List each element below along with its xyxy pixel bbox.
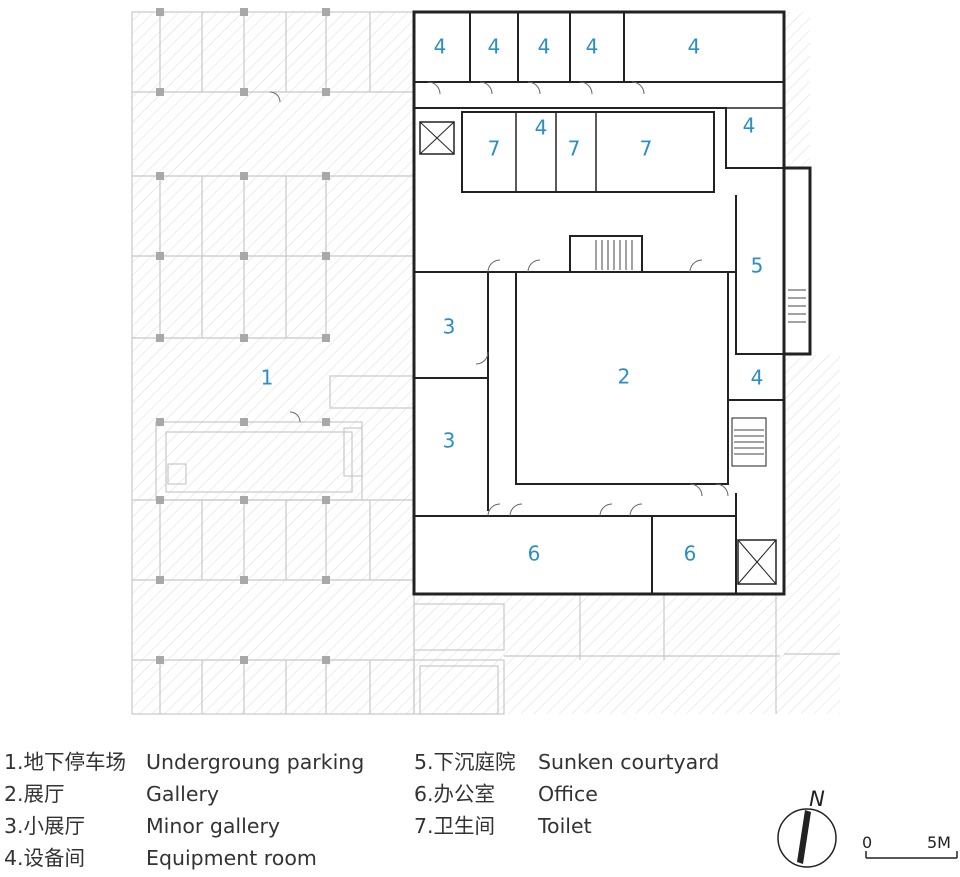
- room-label-minor-gallery-north: 3: [443, 315, 456, 339]
- scale-bar: 0 5M: [862, 833, 958, 859]
- legend-item: 1.地下停车场 Undergroung parking: [4, 746, 364, 778]
- legend-item: 5.下沉庭院 Sunken courtyard: [414, 746, 719, 778]
- room-label-sunken-courtyard: 5: [751, 254, 764, 278]
- room-label-office-east: 6: [684, 542, 697, 566]
- legend-item: 4.设备间 Equipment room: [4, 842, 364, 874]
- room-label-equipment-3: 4: [538, 35, 551, 59]
- legend-item: 7.卫生间 Toilet: [414, 810, 719, 842]
- room-label-toilet-2: 7: [568, 137, 581, 161]
- legend-zh: 5.下沉庭院: [414, 750, 516, 774]
- room-label-equipment-5: 4: [688, 35, 701, 59]
- legend-zh: 7.卫生间: [414, 814, 496, 838]
- legend-en: Sunken courtyard: [538, 750, 720, 774]
- legend-en: Minor gallery: [146, 814, 281, 838]
- legend-left-column: 1.地下停车场 Undergroung parking 2.展厅 Gallery 3…: [4, 746, 364, 874]
- room-label-equipment-7: 4: [743, 114, 756, 138]
- legend-zh: 1.地下停车场: [4, 750, 127, 774]
- legend-right-column: 5.下沉庭院 Sunken courtyard 6.办公室 Office 7.卫生间…: [414, 746, 719, 842]
- parking-hatch-area: [132, 12, 840, 714]
- room-label-toilet-1: 7: [488, 137, 501, 161]
- legend-zh: 2.展厅: [4, 782, 65, 806]
- room-label-office-west: 6: [528, 542, 541, 566]
- legend-item: 6.办公室 Office: [414, 778, 719, 810]
- legend-en: Undergroung parking: [146, 750, 365, 774]
- building-walls: [412, 10, 812, 596]
- legend-en: Gallery: [146, 782, 220, 806]
- legend-item: 3.小展厅 Minor gallery: [4, 810, 364, 842]
- legend-item: 2.展厅 Gallery: [4, 778, 364, 810]
- room-labels: 1 2 3 3 4 4 4 4 4 4 4 4 5 6 6 7 7 7: [261, 35, 764, 566]
- room-label-toilet-3: 7: [640, 137, 653, 161]
- room-label-equipment-1: 4: [434, 35, 447, 59]
- room-label-equipment-8: 4: [751, 366, 764, 390]
- room-label-parking: 1: [261, 366, 274, 390]
- room-label-equipment-4: 4: [586, 35, 599, 59]
- legend-en: Toilet: [538, 814, 592, 838]
- legend-zh: 6.办公室: [414, 782, 496, 806]
- structural-columns: [156, 8, 330, 664]
- legend-zh: 4.设备间: [4, 846, 86, 870]
- room-label-minor-gallery-south: 3: [443, 429, 456, 453]
- door-swings: [269, 81, 729, 517]
- north-arrow-label: N: [809, 787, 825, 811]
- room-label-equipment-6: 4: [535, 116, 548, 140]
- legend-zh: 3.小展厅: [4, 814, 86, 838]
- scale-start-label: 0: [862, 833, 872, 852]
- stairs: [595, 240, 806, 455]
- room-label-equipment-2: 4: [488, 35, 501, 59]
- north-arrow: N: [777, 787, 837, 868]
- scale-end-label: 5M: [927, 833, 951, 852]
- legend-en: Equipment room: [146, 846, 317, 870]
- legend-en: Office: [538, 782, 598, 806]
- room-label-gallery: 2: [618, 365, 631, 389]
